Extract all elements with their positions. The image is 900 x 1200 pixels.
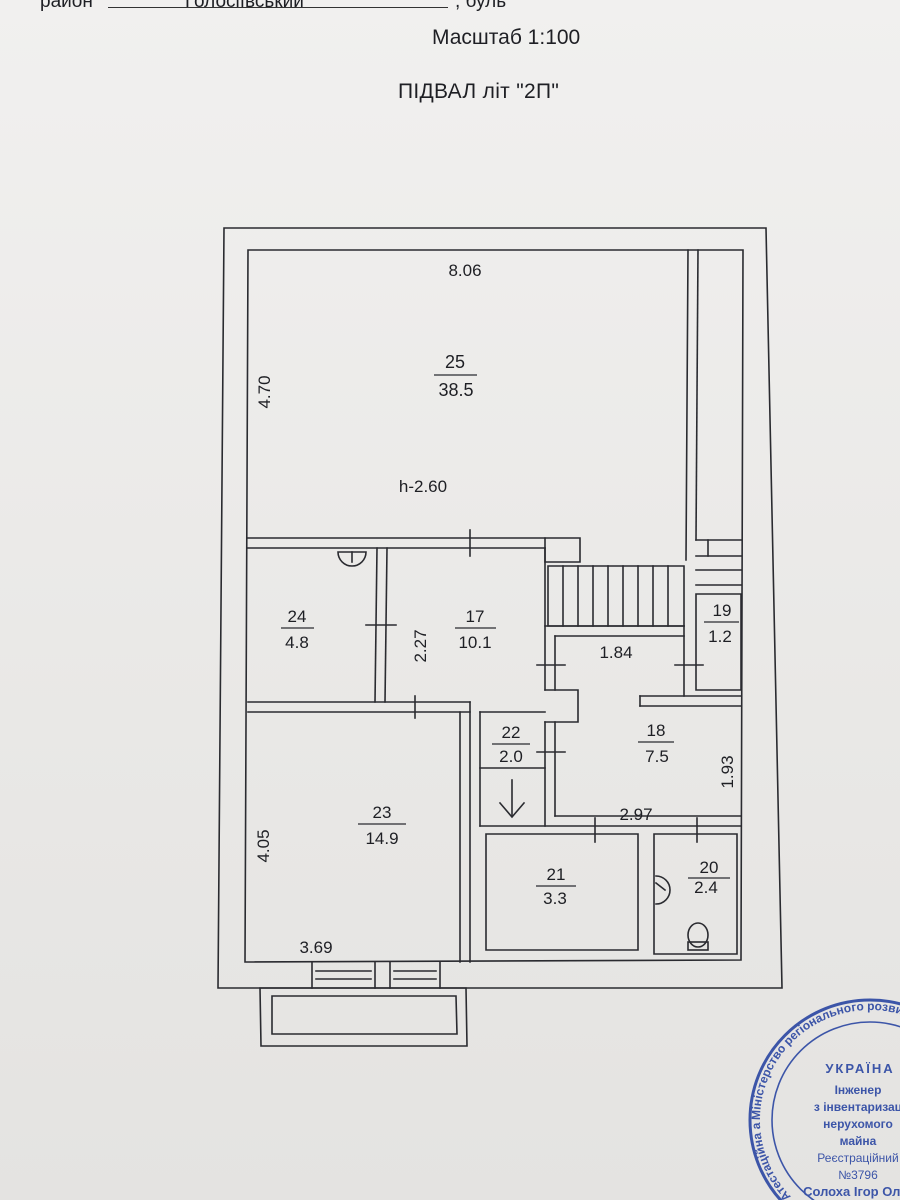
room-22-number: 22 — [502, 723, 521, 742]
stamp-country: УКРАЇНА — [825, 1061, 894, 1076]
district-label: район — [40, 0, 93, 12]
room-17-area: 10.1 — [458, 633, 491, 652]
stamp-line1: Інженер — [835, 1083, 882, 1097]
dim-room25-height: 4.70 — [255, 375, 274, 408]
stamp-line5: Реєстраційний — [817, 1151, 898, 1165]
dim-room18-bottom: 2.97 — [619, 805, 652, 824]
room-23-number: 23 — [373, 803, 392, 822]
dim-room17-height: 2.27 — [411, 629, 430, 662]
room-19-number: 19 — [713, 601, 732, 620]
plan-title: ПІДВАЛ літ "2П" — [398, 80, 560, 103]
stairs — [547, 565, 685, 627]
room-21-area: 3.3 — [543, 889, 567, 908]
room-25-area: 38.5 — [438, 380, 473, 400]
stamp-line2: з інвентаризац — [814, 1100, 900, 1114]
inner-wall — [244, 249, 744, 963]
dim-room18-height: 1.93 — [718, 755, 737, 788]
room-18-area: 7.5 — [645, 747, 669, 766]
dim-room25-width: 8.06 — [448, 261, 481, 280]
district-underline — [108, 7, 448, 8]
room-21-number: 21 — [547, 865, 566, 884]
stamp-line4: майна — [840, 1134, 877, 1148]
district-value: Голосіївський — [185, 0, 304, 12]
height-note: h-2.60 — [399, 477, 447, 496]
stamp-number: №3796 — [838, 1168, 878, 1182]
dim-room23-height: 4.05 — [254, 829, 273, 862]
room-20-number: 20 — [700, 858, 719, 877]
room-24-area: 4.8 — [285, 633, 309, 652]
stamp-line3: нерухомого — [823, 1117, 893, 1131]
scale-label: Масштаб 1:100 — [432, 26, 581, 49]
district-tail: , буль — [455, 0, 507, 12]
room-18-number: 18 — [647, 721, 666, 740]
room-17-number: 17 — [466, 607, 485, 626]
porch — [259, 987, 468, 1047]
dim-room23-width: 3.69 — [299, 938, 332, 957]
room-19-area: 1.2 — [708, 627, 732, 646]
room-20-area: 2.4 — [694, 878, 718, 897]
room-25-number: 25 — [445, 352, 465, 372]
outer-wall — [217, 227, 783, 989]
stamp-person: Солоха Ігор Олег — [803, 1184, 900, 1199]
dim-room18-width: 1.84 — [599, 643, 632, 662]
room-24-number: 24 — [288, 607, 307, 626]
room-23-area: 14.9 — [365, 829, 398, 848]
room-22-area: 2.0 — [499, 747, 523, 766]
